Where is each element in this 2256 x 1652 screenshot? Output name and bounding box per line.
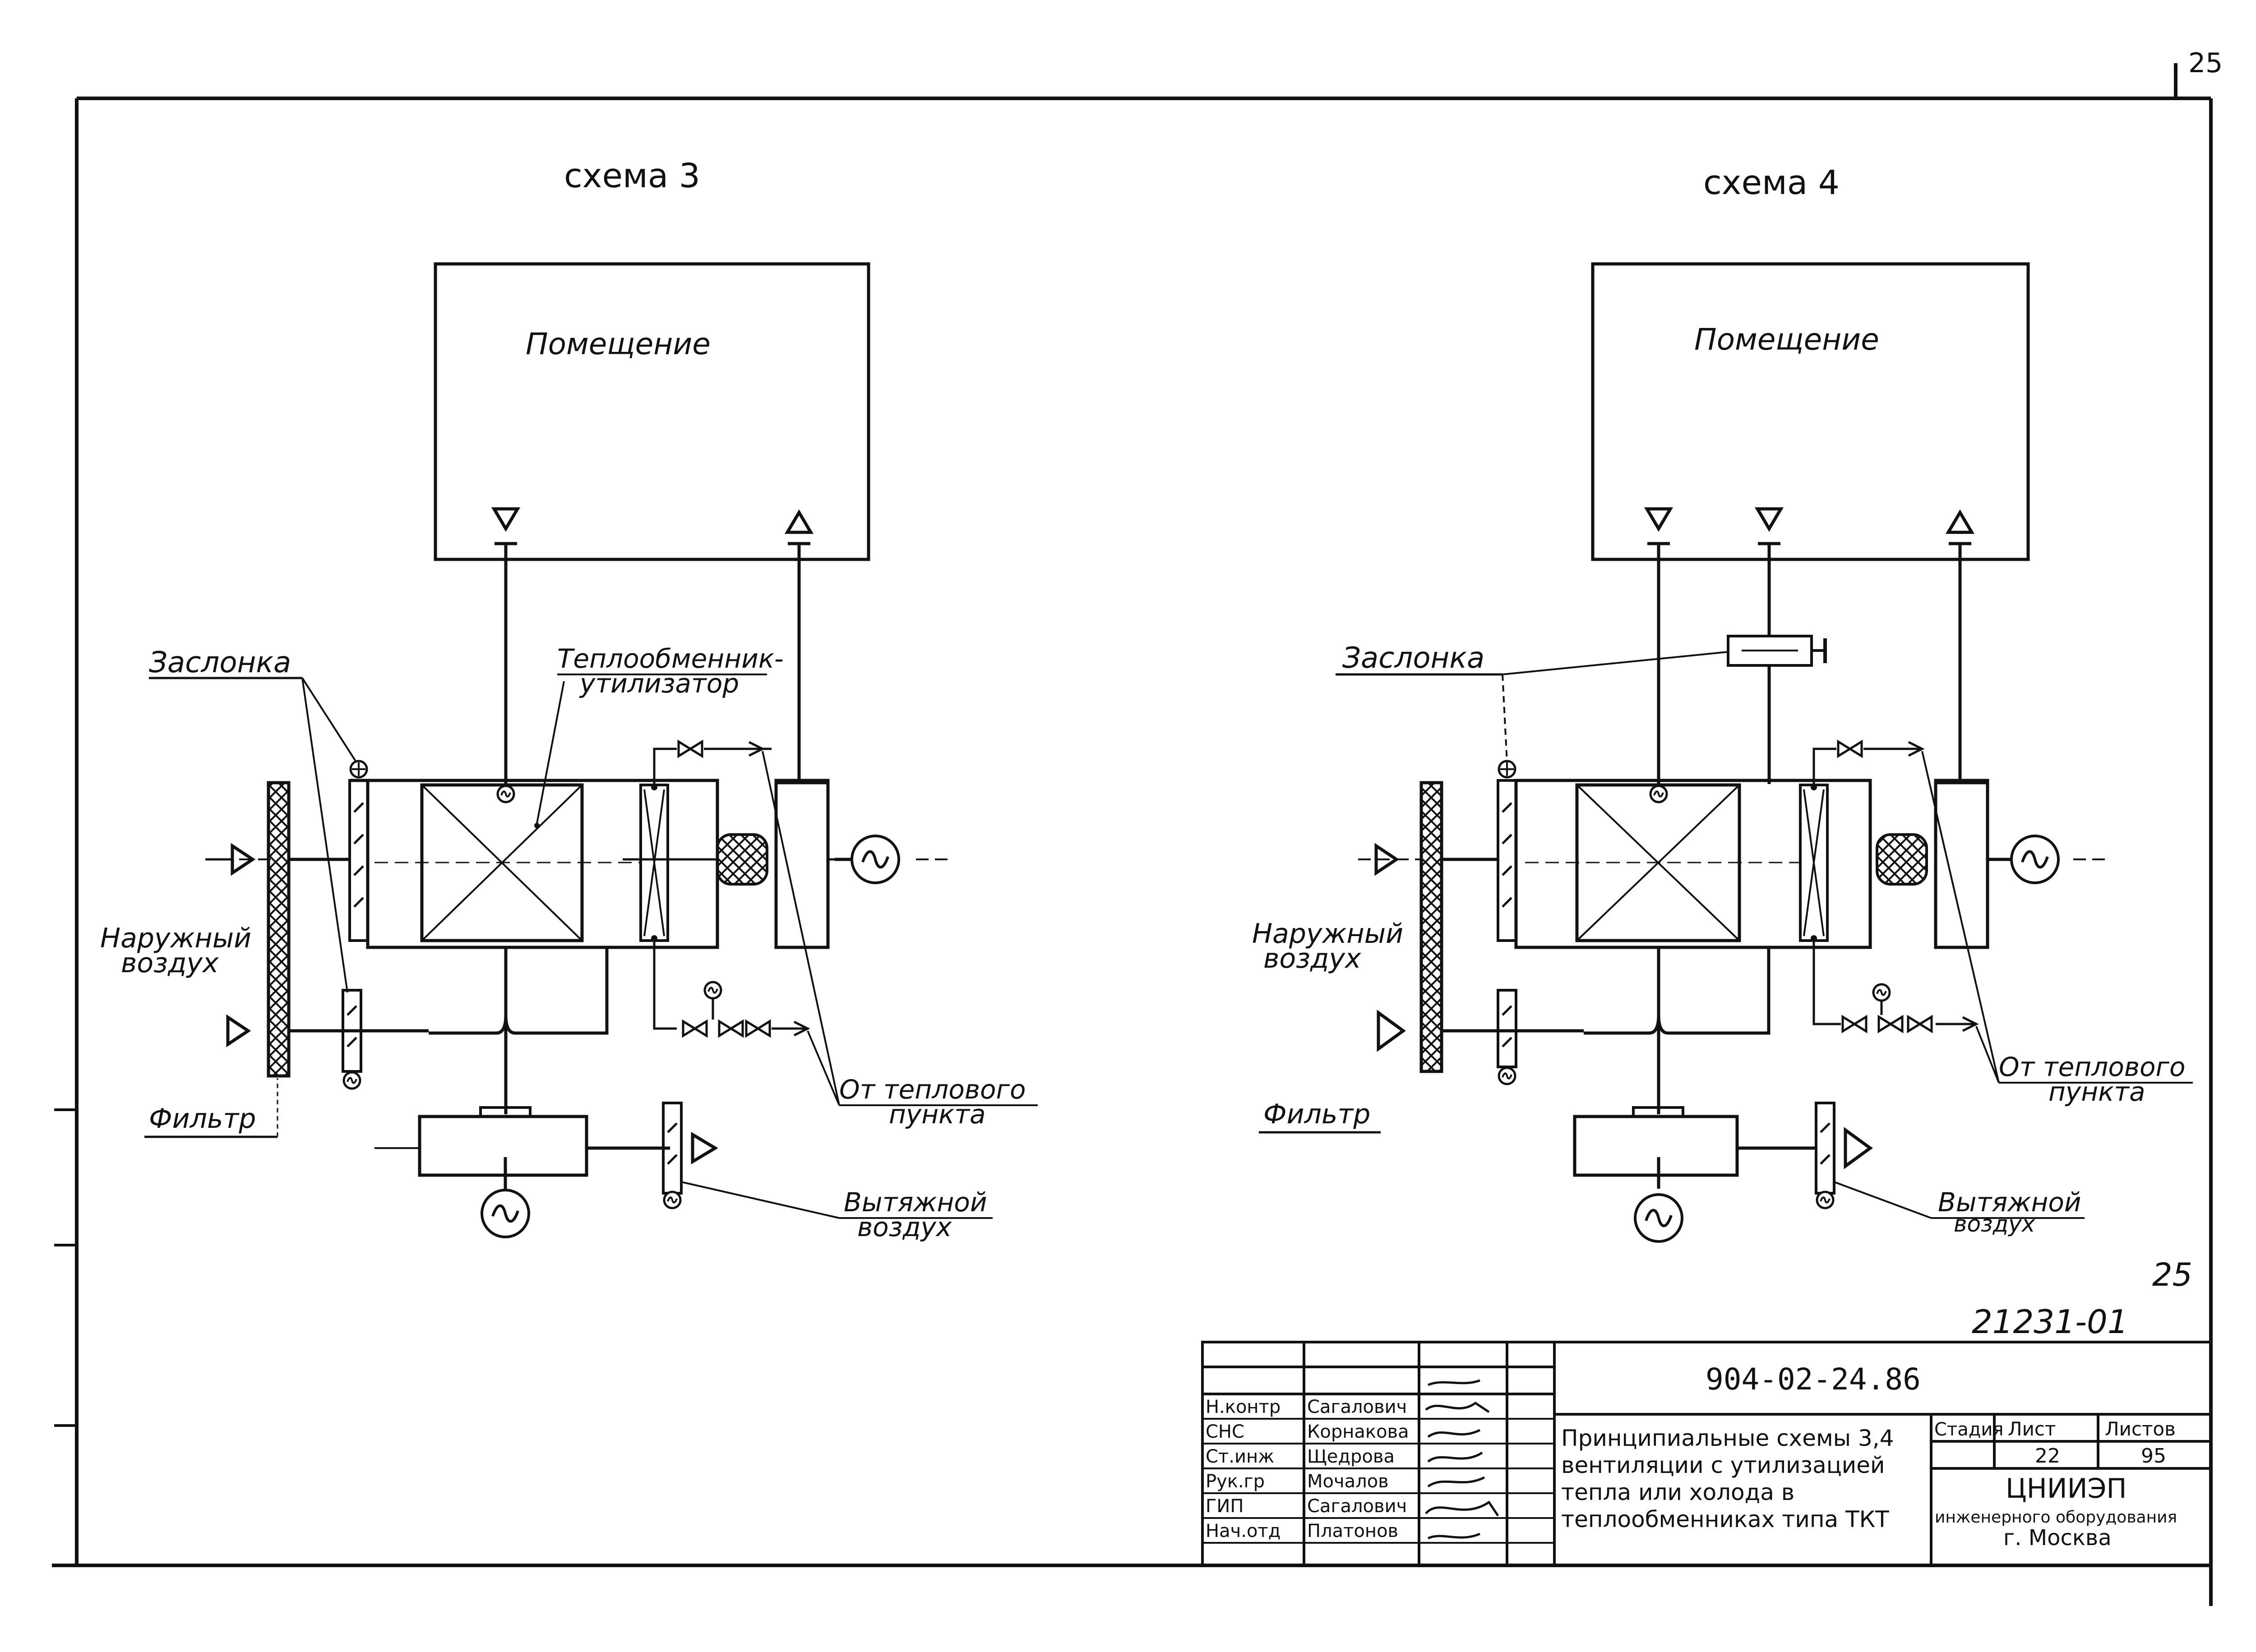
filter-label: Фильтр [149, 1103, 256, 1135]
sheets-header: Листов [2105, 1418, 2176, 1440]
doc-code: 904-02-24.86 [1706, 1362, 1921, 1397]
supply-diffuser-icon [491, 507, 521, 532]
exhaust-fan-housing [1573, 1115, 1739, 1177]
supply-fan-section [1934, 779, 1989, 949]
scheme-3: схема 3 Помещение [100, 157, 1038, 1242]
room-box [434, 262, 870, 561]
air-handling-housing [366, 779, 719, 949]
sheet-value: 22 [2035, 1444, 2060, 1467]
outdoor-air-label-line2: воздух [121, 947, 219, 979]
heat-exchanger-label-line1: Теплообменник- [557, 643, 784, 674]
heating-piping [653, 741, 810, 1037]
supply-diffuser-2-icon [1754, 507, 1784, 532]
exhaust-air-arrow-icon [1844, 1127, 1873, 1169]
outdoor-air-label-line2: воздух [1263, 943, 1361, 974]
exhaust-air-label-line2: воздух [1954, 1211, 2035, 1237]
scheme-4: схема 4 Помещение [1252, 163, 2193, 1241]
role-5: ГИП [1206, 1496, 1244, 1517]
sheet-header: Лист [2008, 1418, 2056, 1440]
title-block: Н.контр СНС Ст.инж Рук.гр ГИП Нач.отд Са… [1201, 1341, 2212, 1567]
name-1: Сагалович [1307, 1397, 1407, 1417]
outdoor-air-arrow-icon [1374, 843, 1400, 876]
name-5: Сагалович [1307, 1496, 1407, 1517]
exhaust-damper [1815, 1102, 1835, 1195]
duct-lines [239, 544, 948, 1189]
room-label: Помещение [526, 327, 711, 361]
name-3: Щедрова [1307, 1446, 1395, 1467]
heat-exchanger-label-line2: утилизатор [579, 668, 739, 699]
signatures [1425, 1379, 1499, 1540]
heat-point-label-line1: От теплового [839, 1074, 1026, 1105]
heat-point-label-line2: пункта [2048, 1076, 2145, 1107]
role-1: Н.контр [1206, 1397, 1281, 1417]
outdoor-air-arrow-lower-icon [226, 1014, 251, 1047]
name-6: Платонов [1307, 1521, 1398, 1541]
filter-block [267, 781, 291, 1078]
title-line-1: Принципиальные схемы 3,4 [1561, 1425, 1894, 1451]
name-4: Мочалов [1307, 1471, 1389, 1492]
supply-fan-section [774, 779, 830, 949]
page-number-top: 25 [2188, 47, 2223, 79]
damper-upper [348, 779, 369, 942]
sheet-number: 25 [2152, 1256, 2192, 1293]
duct-lines [1358, 544, 2107, 1189]
damper-upper [1497, 779, 1517, 942]
heat-point-label-line1: От теплового [1999, 1052, 2185, 1082]
exhaust-air-label-line2: воздух [857, 1212, 952, 1242]
damper-lower [1497, 989, 1517, 1068]
outdoor-air-arrow-lower-icon [1377, 1010, 1406, 1052]
heating-piping [1812, 741, 1979, 1032]
filter-block [1419, 781, 1443, 1073]
scheme-4-title: схема 4 [1703, 163, 1840, 202]
name-2: Корнакова [1307, 1421, 1409, 1442]
inventory-number: 21231-01 [1972, 1303, 2128, 1341]
heat-point-label-line2: пункта [889, 1099, 986, 1130]
title-line-2: вентиляции с утилизацией [1561, 1452, 1885, 1478]
exhaust-air-arrow-icon [691, 1131, 718, 1165]
flexible-connector [716, 833, 768, 886]
title-line-4: теплообменниках типа ТКТ [1561, 1506, 1889, 1532]
exhaust-air-label-line1: Вытяжной [1938, 1187, 2081, 1218]
outdoor-air-label-line1: Наружный [1252, 918, 1403, 950]
supply-diffuser-icon [1644, 507, 1674, 532]
role-3: Ст.инж [1206, 1446, 1274, 1467]
damper-label: Заслонка [1342, 641, 1484, 675]
role-6: Нач.отд [1206, 1521, 1281, 1541]
org-line-3: г. Москва [2003, 1525, 2112, 1550]
sheets-value: 95 [2141, 1444, 2166, 1467]
air-handling-housing [1514, 779, 1872, 949]
exhaust-grille-icon [1945, 509, 1975, 534]
org-line-1: ЦНИИЭП [2006, 1473, 2127, 1504]
damper-leaders [301, 677, 357, 993]
exhaust-grille-icon [784, 509, 814, 534]
org-line-2: инженерного оборудования [1935, 1508, 2177, 1527]
title-line-3: тепла или холода в [1561, 1479, 1794, 1505]
room-box [1591, 262, 2030, 561]
filter-label: Фильтр [1263, 1098, 1370, 1130]
role-4: Рук.гр [1206, 1471, 1265, 1492]
outdoor-air-label-line1: Наружный [100, 923, 251, 954]
exhaust-air-label-line1: Вытяжной [844, 1187, 987, 1218]
damper-label: Заслонка [149, 646, 291, 679]
room-label: Помещение [1694, 322, 1879, 357]
flexible-connector [1876, 833, 1928, 886]
scheme-3-title: схема 3 [564, 157, 700, 195]
exhaust-fan-housing [418, 1115, 588, 1177]
role-2: СНС [1206, 1421, 1244, 1442]
stage-header: Стадия [1934, 1419, 2003, 1440]
